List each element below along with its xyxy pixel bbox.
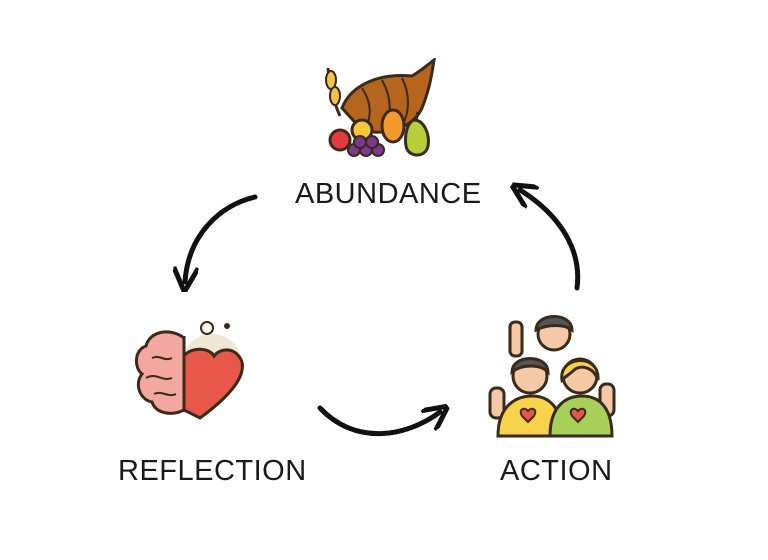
abundance-label: ABUNDANCE xyxy=(295,178,482,210)
arrow-abundance-to-reflection xyxy=(185,194,258,282)
people-hearts-icon xyxy=(488,315,616,438)
reflection-label: REFLECTION xyxy=(118,455,307,487)
brain-heart-icon xyxy=(135,321,244,420)
arrow-reflection-to-action xyxy=(317,408,440,437)
arrow-action-to-abundance xyxy=(520,190,581,291)
cornucopia-icon xyxy=(325,58,436,157)
action-label: ACTION xyxy=(500,455,613,487)
